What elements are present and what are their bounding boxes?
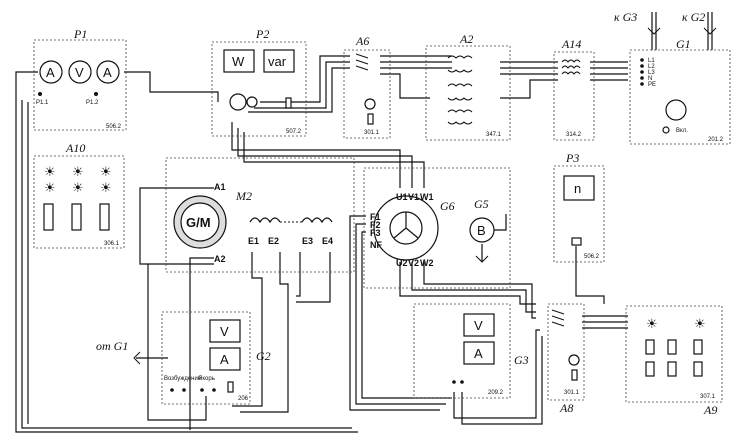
g1-phase-l3: L3	[648, 70, 655, 76]
g3-meter-v: V	[474, 318, 483, 333]
g6-stator-w1: W1	[420, 192, 434, 202]
p3-meter: n	[574, 181, 581, 196]
module-g5: G5 B	[469, 197, 495, 263]
g6-rotor-f2: F2	[370, 220, 381, 230]
g6-stator-v1: V1	[408, 192, 419, 202]
p1-meter-1: A	[46, 65, 55, 80]
p1-meter-2: V	[75, 65, 84, 80]
g5-symbol: B	[477, 223, 486, 238]
g2-meter-v: V	[220, 324, 229, 339]
g2-meter-a: A	[220, 352, 229, 367]
m2-machine: G/M	[186, 215, 211, 230]
module-g6: G6 U1 V1 W1 U2 V2 W2 F1 F2 F3 NF	[363, 167, 511, 289]
g2-code: 206	[238, 396, 249, 402]
svg-text:☀: ☀	[100, 164, 112, 179]
p1-meter-3: A	[103, 65, 112, 80]
m2-field-e2: E2	[268, 236, 279, 246]
g6-stator-w2: W2	[420, 258, 434, 268]
m2-field-e1: E1	[248, 236, 259, 246]
g2-control-armature: Якорь	[198, 376, 215, 382]
a2-code: 347.1	[486, 132, 502, 138]
g6-stator-v2: V2	[408, 258, 419, 268]
module-g1: G1 к G3 к G2 L1 L2 L3 N PE Вкл. 201.2	[614, 10, 731, 145]
p2-meter-w: W	[232, 54, 245, 69]
svg-text:☀: ☀	[44, 164, 56, 179]
g1-phase-l2: L2	[648, 64, 655, 70]
a14-label: A14	[561, 37, 581, 51]
module-a8: A8 301.1	[547, 303, 585, 415]
module-a10: A10 ☀☀☀ ☀☀☀ 306.1	[33, 141, 125, 249]
g3-label: G3	[514, 353, 529, 367]
a8-code: 301.1	[564, 390, 580, 396]
g3-meter-a: A	[474, 346, 483, 361]
module-m2: M2 G/M A1 A2 E1 E2 E3 E4	[165, 157, 355, 273]
a14-code: 314.2	[566, 132, 582, 138]
a9-code: 307.1	[700, 394, 716, 400]
g6-rotor-f1: F1	[370, 212, 381, 222]
m2-label: M2	[235, 189, 252, 203]
m2-terminal-a1: A1	[214, 182, 226, 192]
module-a14: A14 314.2	[553, 37, 595, 141]
a6-code: 301.1	[364, 130, 380, 136]
svg-text:☀: ☀	[72, 164, 84, 179]
svg-text:☀: ☀	[72, 180, 84, 195]
g1-phase-l1: L1	[648, 58, 655, 64]
g6-rotor-nf: NF	[370, 240, 382, 250]
input-from-g1: от G1	[96, 339, 128, 353]
p2-meter-var: var	[268, 54, 287, 69]
module-a9: A9 ☀ ☀ 307.1	[625, 305, 723, 417]
g3-code: 209.2	[488, 390, 504, 396]
g1-code: 201.2	[708, 137, 724, 143]
g1-phase-n: N	[648, 76, 652, 82]
a8-label: A8	[559, 401, 573, 415]
m2-field-e3: E3	[302, 236, 313, 246]
p3-code: 506.2	[584, 254, 600, 260]
a10-code: 306.1	[104, 241, 120, 247]
p2-code: 507.2	[286, 129, 302, 135]
a2-label: A2	[459, 32, 473, 46]
svg-text:☀: ☀	[646, 316, 658, 331]
g2-label: G2	[256, 349, 271, 363]
p1-label: P1	[73, 27, 87, 41]
p1-terminal-1: P1.1	[36, 100, 49, 106]
m2-terminal-a2: A2	[214, 254, 226, 264]
g1-label: G1	[676, 37, 691, 51]
svg-text:☀: ☀	[100, 180, 112, 195]
input-to-g2: к G2	[682, 10, 705, 24]
p3-label: P3	[565, 151, 579, 165]
svg-text:☀: ☀	[694, 316, 706, 331]
module-a2: A2 347.1	[425, 32, 511, 141]
g5-label: G5	[474, 197, 489, 211]
module-g2: G2 от G1 V A Возбуждение Якорь 206	[96, 311, 271, 405]
g6-rotor-f3: F3	[370, 228, 381, 238]
module-p1: P1 A V A P1.1 P1.2 506.2	[33, 27, 127, 131]
a6-label: A6	[355, 34, 369, 48]
p1-code: 506.2	[106, 124, 122, 130]
m2-field-e4: E4	[322, 236, 333, 246]
p1-terminal-2: P1.2	[86, 100, 99, 106]
g2-control-excitation: Возбуждение	[164, 376, 202, 382]
g6-stator-u2: U2	[396, 258, 408, 268]
g1-switch-label: Вкл.	[676, 128, 688, 134]
module-p3: P3 n 506.2	[553, 151, 605, 263]
module-a6: A6 301.1	[343, 34, 391, 139]
module-p2: P2 W var 507.2	[211, 27, 307, 137]
p2-label: P2	[255, 27, 269, 41]
g1-phase-pe: PE	[648, 82, 656, 88]
module-g3: G3 V A 209.2	[413, 303, 529, 399]
input-to-g3: к G3	[614, 10, 637, 24]
g6-stator-u1: U1	[396, 192, 408, 202]
g6-label: G6	[440, 199, 455, 213]
svg-text:☀: ☀	[44, 180, 56, 195]
a10-label: A10	[65, 141, 85, 155]
a9-label: A9	[703, 403, 717, 417]
